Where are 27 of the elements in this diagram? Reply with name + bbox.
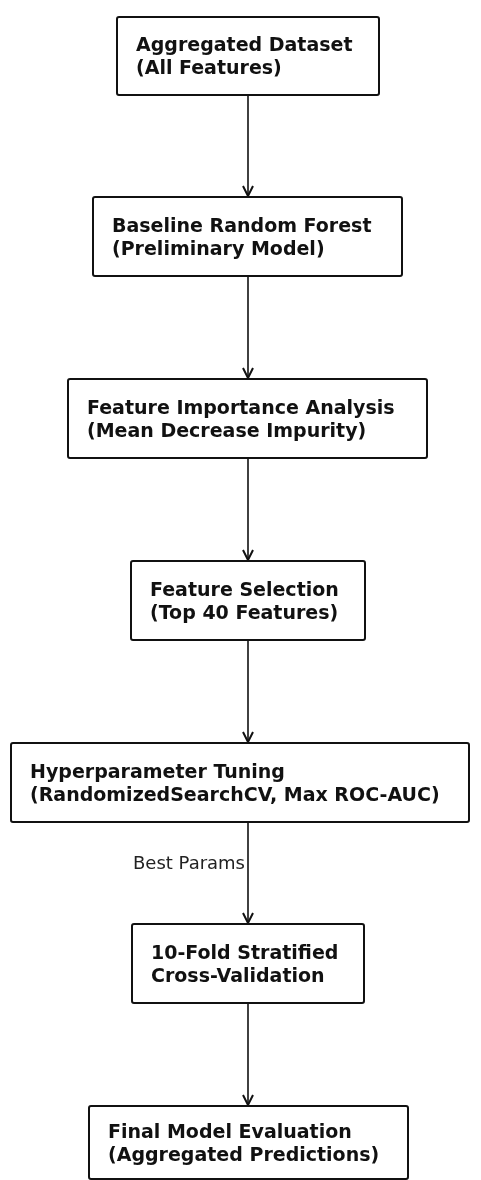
arrow: [242, 1003, 254, 1106]
node-title: Final Model Evaluation: [108, 1119, 352, 1143]
node-subtitle: Cross-Validation: [151, 963, 325, 987]
node-title: Baseline Random Forest: [112, 213, 372, 237]
arrow: [242, 640, 254, 743]
node-subtitle: (Mean Decrease Impurity): [87, 418, 367, 442]
node-title: 10-Fold Stratified: [151, 940, 339, 964]
node-title: Aggregated Dataset: [136, 33, 353, 56]
node-subtitle: (All Features): [136, 56, 282, 79]
arrow: [242, 822, 254, 924]
node-title: Hyperparameter Tuning: [30, 759, 285, 783]
process-box: [130, 560, 366, 641]
node-subtitle: (RandomizedSearchCV, Max ROC-AUC): [30, 782, 440, 806]
node-subtitle: (Top 40 Features): [150, 600, 339, 624]
node-title: Feature Importance Analysis: [87, 395, 395, 419]
arrow: [242, 95, 254, 197]
arrow: [242, 276, 254, 379]
process-box: [10, 742, 470, 823]
node-subtitle: (Aggregated Predictions): [108, 1142, 380, 1166]
process-box: [116, 16, 380, 96]
process-box: [88, 1105, 409, 1180]
arrow: [242, 458, 254, 561]
node-subtitle: (Preliminary Model): [112, 236, 325, 260]
process-box: [92, 196, 403, 277]
process-box: [67, 378, 428, 459]
process-box: [131, 923, 365, 1004]
node-title: Feature Selection: [150, 577, 339, 601]
